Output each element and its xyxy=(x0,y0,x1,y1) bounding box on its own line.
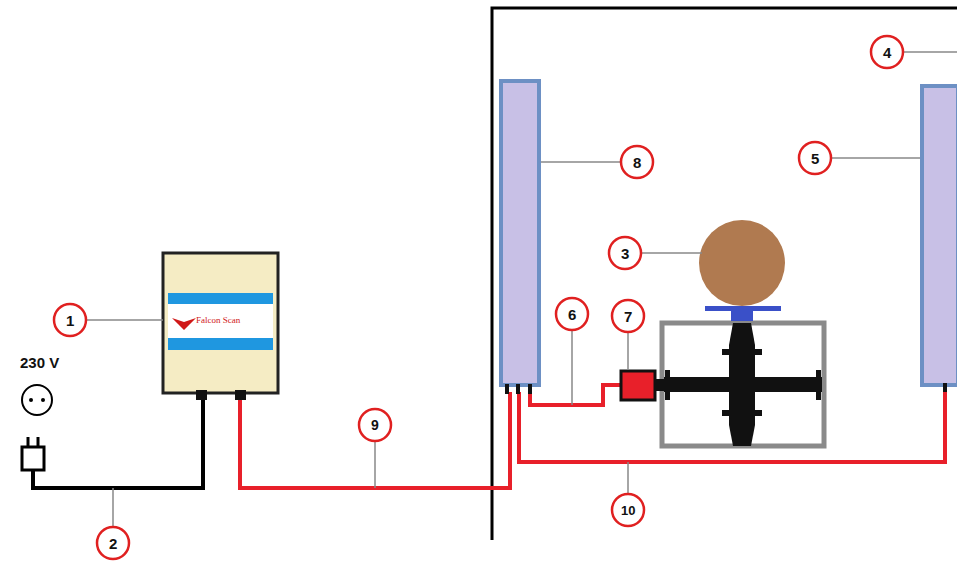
leader-lines xyxy=(87,52,957,526)
callout-number: 2 xyxy=(109,536,117,551)
motor-cable xyxy=(530,385,622,405)
power-socket xyxy=(22,385,52,415)
rotary-stage-frame xyxy=(662,323,824,446)
callout-number: 8 xyxy=(633,155,641,170)
logo-strip xyxy=(168,304,273,338)
power-cable xyxy=(33,393,203,488)
callout-circles xyxy=(54,36,903,559)
callout-number: 10 xyxy=(621,504,635,517)
source-panel xyxy=(922,86,957,385)
signal-cable xyxy=(240,392,510,488)
callout-number: 7 xyxy=(624,309,632,324)
control-unit-box: Falcon Scan xyxy=(163,253,278,393)
brand-name: Falcon Scan xyxy=(196,316,240,325)
motor xyxy=(621,371,655,400)
detector-panel xyxy=(501,81,539,385)
callout-number: 3 xyxy=(621,246,629,261)
callout-number: 4 xyxy=(883,45,891,60)
power-plug xyxy=(22,447,44,470)
logo-band xyxy=(168,293,273,350)
callout-number: 5 xyxy=(811,151,819,166)
stage-shaft xyxy=(729,323,755,446)
voltage-label: 230 V xyxy=(20,355,59,370)
logo-bird xyxy=(172,318,196,330)
callout-number: 6 xyxy=(568,307,576,322)
scanned-object xyxy=(699,220,785,306)
control-unit xyxy=(163,253,278,393)
callout-number: 9 xyxy=(371,418,379,432)
callout-number: 1 xyxy=(66,313,74,328)
housing-outline xyxy=(492,8,957,540)
